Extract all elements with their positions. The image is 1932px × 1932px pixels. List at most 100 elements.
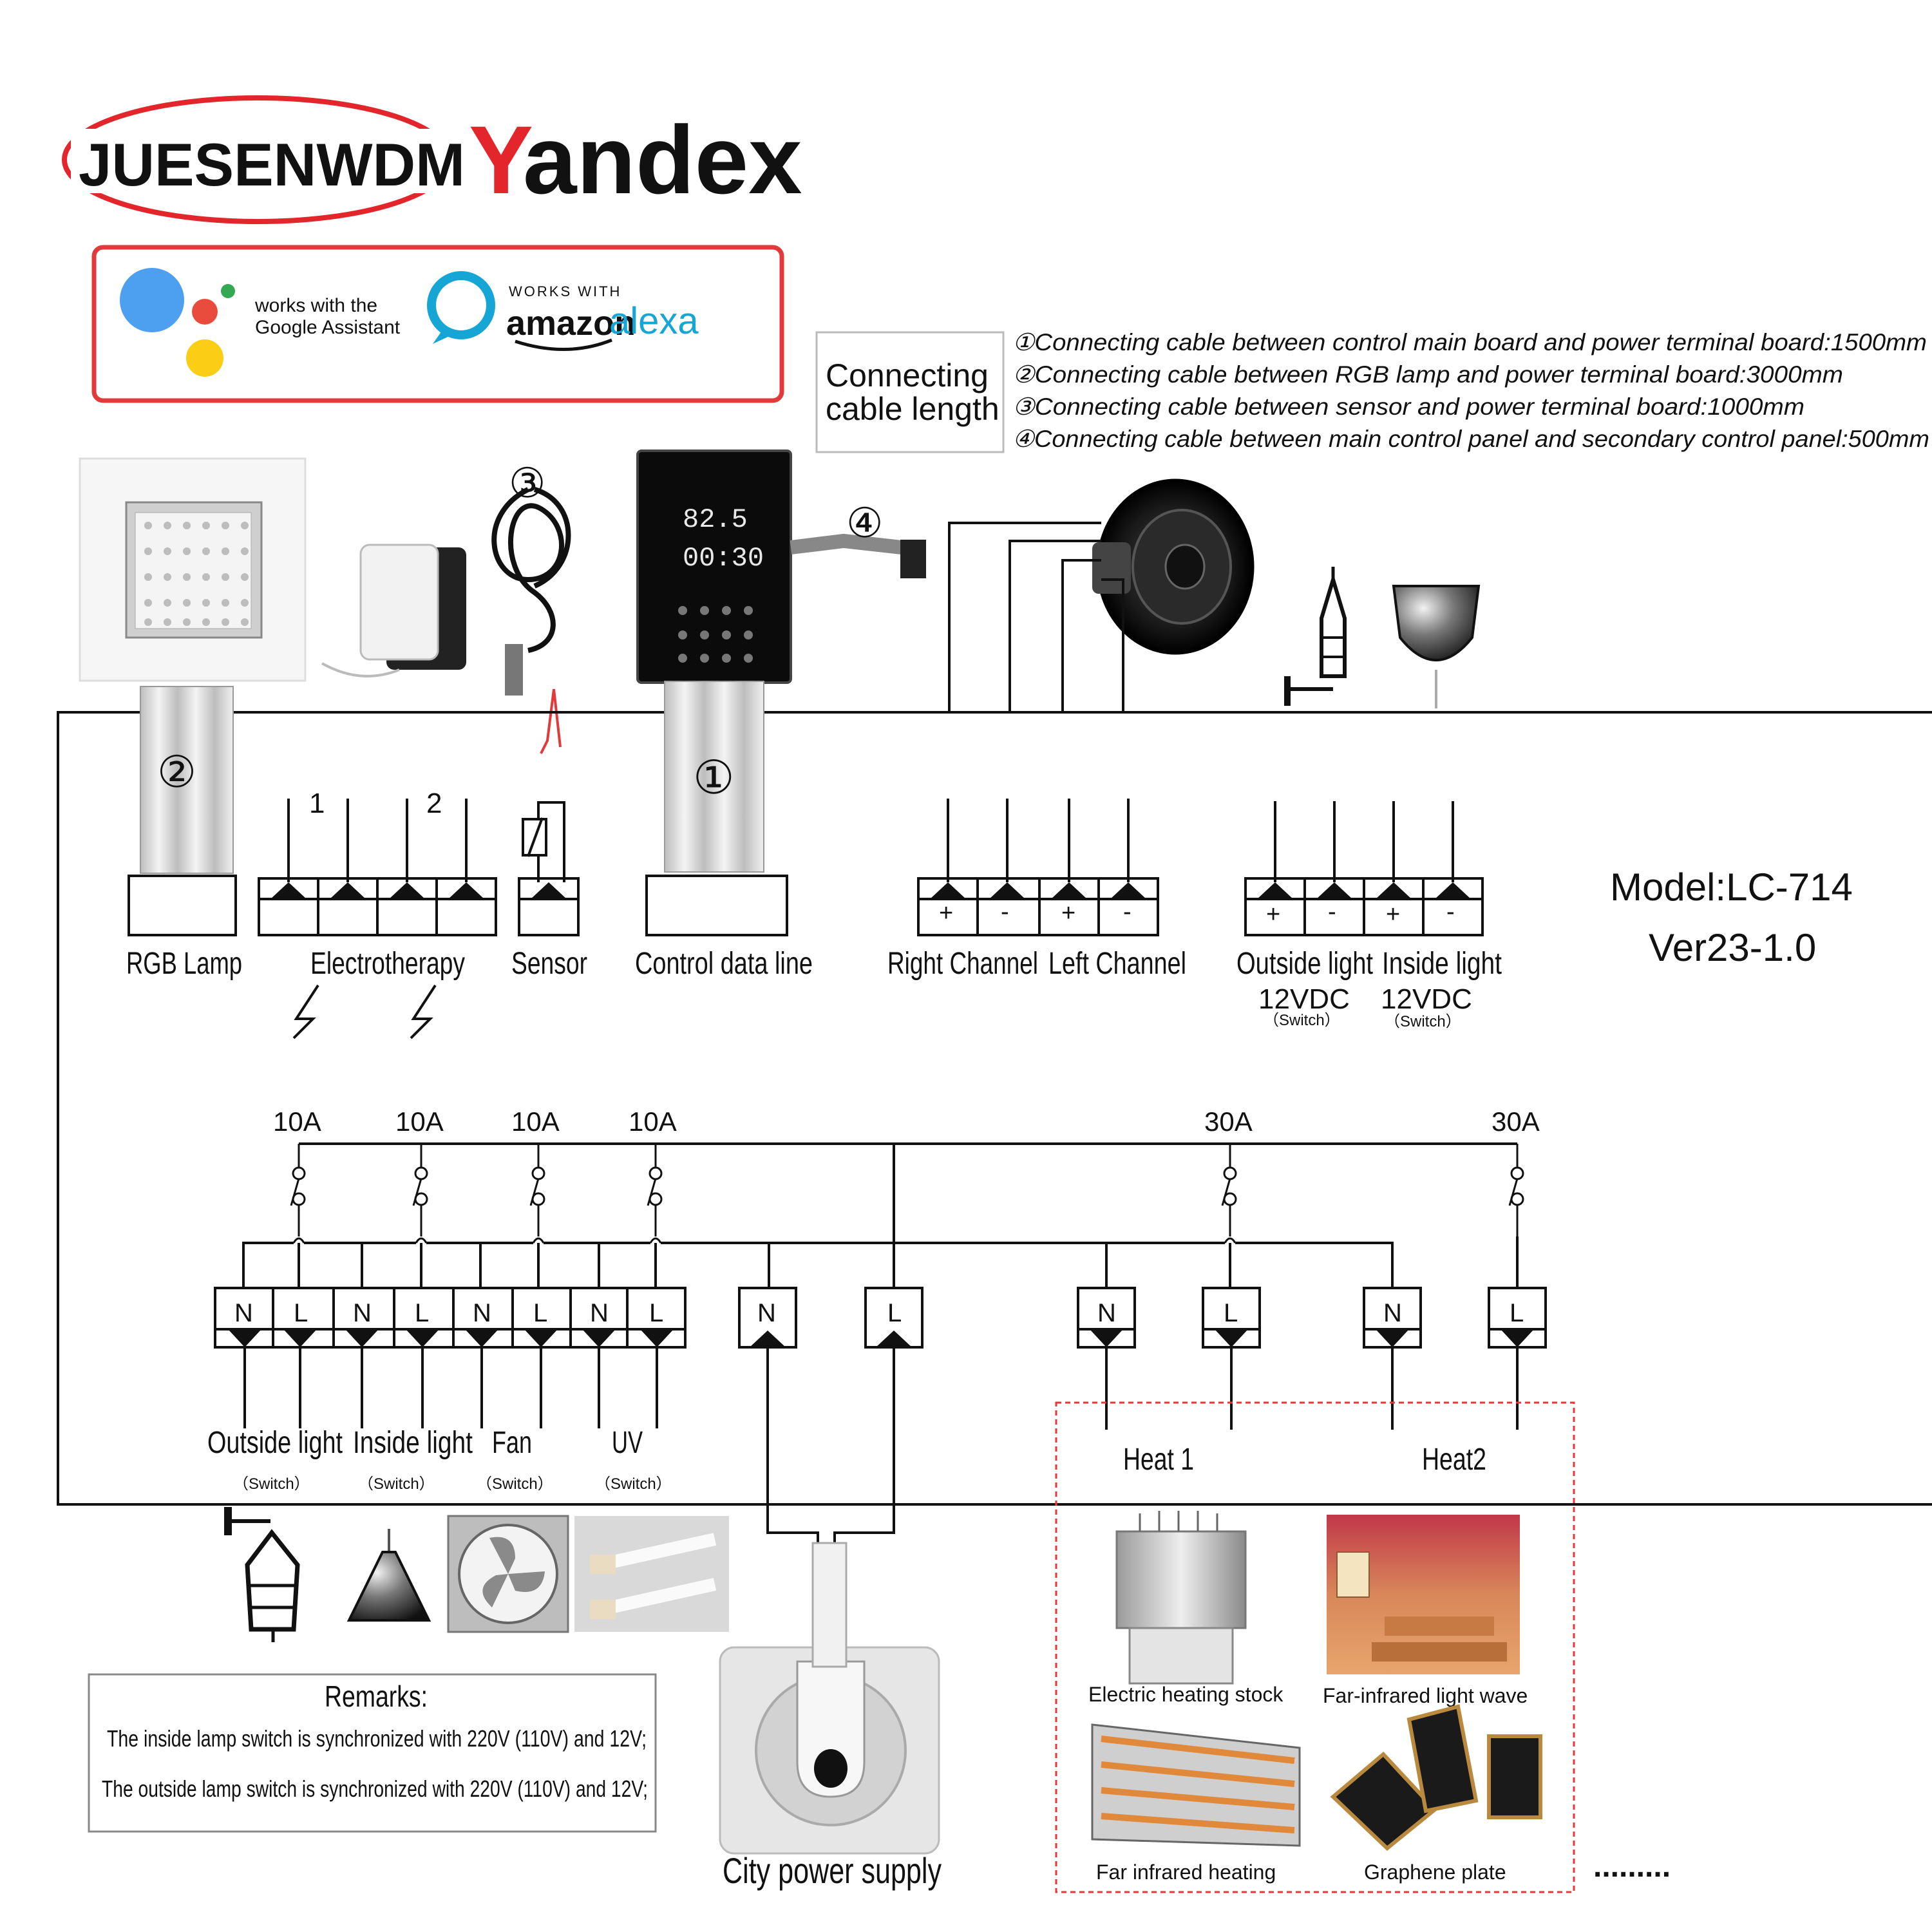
google-line-1: works with the <box>254 295 377 316</box>
mains-n: N <box>757 1299 776 1327</box>
label-right-channel: Right Channel <box>887 947 1038 981</box>
brand-logo: JUESENWDM Y andex <box>62 95 802 224</box>
marker-2: ② <box>157 748 196 797</box>
alexa-amazon: amazon <box>506 304 636 343</box>
label-rgb-lamp: RGB Lamp <box>126 947 242 981</box>
model-version: Ver23-1.0 <box>1649 926 1816 969</box>
relay-2-rating: 10A <box>395 1106 444 1137</box>
electrotherapy-channel-1: 1 <box>309 788 325 819</box>
electric-heating-stock-image <box>1115 1511 1247 1685</box>
sensor-probe-image <box>491 487 571 754</box>
heat1-l: L <box>1224 1299 1238 1327</box>
far-infrared-heater-image <box>1091 1723 1301 1847</box>
label-electrotherapy: Electrotherapy <box>310 947 465 981</box>
label-outside-12vdc: 12VDC <box>1258 983 1350 1015</box>
marker-1: ① <box>693 752 735 804</box>
electrotherapy-channel-2: 2 <box>426 788 442 819</box>
label-outside-switch: （Switch） <box>233 1475 310 1493</box>
google-assistant-icon <box>120 268 235 377</box>
wall-lamp-top-image <box>1284 567 1347 706</box>
label-far-infrared-heating: Far infrared heating <box>1096 1861 1276 1884</box>
city-power-supply-label: City power supply <box>723 1850 942 1891</box>
audio-right-plus: + <box>939 900 953 927</box>
cable-legend-item-4: ④Connecting cable between main control p… <box>1012 426 1929 452</box>
power-socket-image <box>719 1542 940 1855</box>
remarks-box: Remarks: The inside lamp switch is synch… <box>88 1673 657 1833</box>
ribbon-cable-1 <box>664 681 764 873</box>
load-inside-l: L <box>415 1299 429 1327</box>
inside-12v-minus: - <box>1446 898 1455 925</box>
more-options-ellipsis: ......... <box>1593 1850 1671 1884</box>
label-graphene-plate: Graphene plate <box>1364 1861 1506 1884</box>
load-outside-n: N <box>234 1299 253 1327</box>
speaker-wire-3 <box>1061 559 1101 712</box>
lightning-icon <box>292 984 437 1039</box>
brand-yandex-y: Y <box>469 106 533 214</box>
relay-3-rating: 10A <box>511 1106 560 1137</box>
outside-12v-minus: - <box>1328 898 1336 925</box>
heat2-n: N <box>1383 1299 1402 1327</box>
label-inside-12v-switch: （Switch） <box>1385 1013 1461 1030</box>
label-uv-load: UV <box>612 1426 643 1460</box>
label-fan-load: Fan <box>492 1426 532 1460</box>
mains-l: L <box>887 1299 902 1327</box>
pendant-lamp-top-image <box>1392 585 1481 708</box>
alexa-word: alexa <box>609 300 699 342</box>
graphene-plate-image <box>1330 1704 1542 1851</box>
cable-legend-item-1: ①Connecting cable between control main b… <box>1012 329 1927 355</box>
label-left-channel: Left Channel <box>1048 947 1186 981</box>
label-heat-1: Heat 1 <box>1123 1443 1194 1477</box>
main-board-frame <box>57 711 1932 1506</box>
outside-wall-lamp-image <box>224 1507 300 1642</box>
relay-6-rating: 30A <box>1492 1106 1540 1137</box>
label-outside-light-load: Outside light <box>207 1426 343 1460</box>
remarks-title: Remarks: <box>325 1680 428 1713</box>
rgb-terminal <box>128 875 237 936</box>
load-uv-l: L <box>649 1299 663 1327</box>
electrotherapy-pads-image <box>321 544 466 677</box>
remarks-line-2: The outside lamp switch is synchronized … <box>102 1776 648 1802</box>
far-infrared-room-image <box>1327 1515 1520 1674</box>
label-outside-12v-switch: （Switch） <box>1264 1012 1340 1029</box>
rgb-lamp-image <box>79 457 307 682</box>
remarks-line-1: The inside lamp switch is synchronized w… <box>107 1725 647 1752</box>
panel-ribbon-cable <box>790 533 926 578</box>
load-terminal-block <box>214 1287 687 1428</box>
speaker-wire-2 <box>1009 540 1101 712</box>
load-fan-n: N <box>473 1299 491 1327</box>
relay-1-rating: 10A <box>273 1106 321 1137</box>
audio-terminal <box>917 799 1159 936</box>
sensor-terminal <box>518 801 580 936</box>
label-uv-switch: （Switch） <box>595 1475 672 1493</box>
cable-legend-title-2: cable length <box>826 391 999 427</box>
control-panel-image: 82.5 00:30 <box>636 450 792 684</box>
label-far-infrared-wave: Far-infrared light wave <box>1323 1684 1528 1707</box>
label-inside-light-load: Inside light <box>353 1426 473 1460</box>
cable-legend-item-2: ②Connecting cable between RGB lamp and p… <box>1012 361 1843 388</box>
relay-switches <box>290 1144 1524 1236</box>
load-outside-l: L <box>294 1299 308 1327</box>
heat1-n: N <box>1097 1299 1116 1327</box>
control-data-terminal <box>645 875 788 936</box>
label-inside-12vdc: 12VDC <box>1381 983 1472 1015</box>
label-sensor: Sensor <box>511 947 587 981</box>
speaker-image <box>1092 478 1255 655</box>
fan-image <box>447 1515 569 1633</box>
load-fan-l: L <box>533 1299 547 1327</box>
panel-time-readout: 00:30 <box>683 543 764 574</box>
panel-temp-readout: 82.5 <box>683 504 748 535</box>
label-outside-light-12v: Outside light <box>1236 947 1373 981</box>
brand-yandex: andex <box>523 106 802 214</box>
brand-juesen: JUESENWDM <box>79 131 465 198</box>
heat2-l: L <box>1510 1299 1524 1327</box>
amazon-smile <box>515 338 612 351</box>
light-12vdc-terminal <box>1244 801 1484 936</box>
google-line-2: Google Assistant <box>255 317 401 338</box>
marker-3: ③ <box>509 460 545 506</box>
relay-5-rating: 30A <box>1204 1106 1253 1137</box>
audio-left-plus: + <box>1061 900 1075 927</box>
load-inside-n: N <box>353 1299 372 1327</box>
cable-legend-item-3: ③Connecting cable between sensor and pow… <box>1012 393 1804 420</box>
cable-length-legend: Connecting cable length ①Connecting cabl… <box>815 329 1929 453</box>
